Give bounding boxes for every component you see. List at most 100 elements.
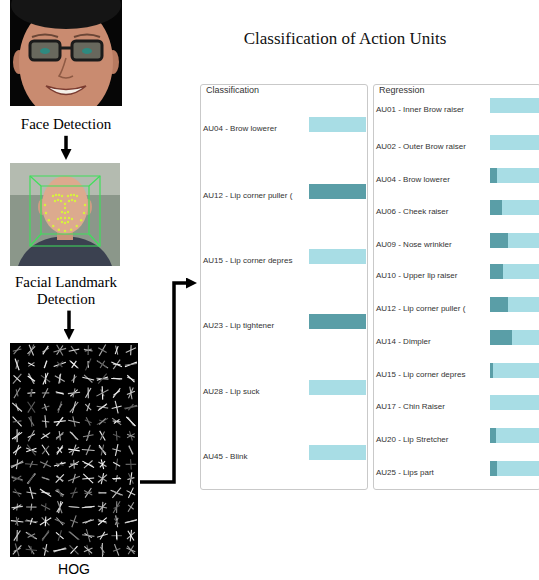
hog-image xyxy=(14,531,21,541)
au-label: AU09 - Nose wrinkler xyxy=(376,237,452,252)
panel-heading: Regression xyxy=(377,85,427,96)
hog-image xyxy=(98,374,106,384)
landmark-photo xyxy=(60,217,62,219)
hog-image xyxy=(16,518,19,525)
hog-image xyxy=(114,391,120,395)
landmark-photo xyxy=(76,225,78,227)
hog-image xyxy=(31,389,32,397)
hog-image xyxy=(26,532,37,539)
landmark-photo xyxy=(89,176,100,186)
hog-image xyxy=(116,431,118,440)
au-row: AU25 - Lips part xyxy=(374,461,539,476)
hog-image xyxy=(55,519,65,523)
hog-image xyxy=(125,520,137,523)
au-label: AU02 - Outer Brow raiser xyxy=(376,139,466,154)
hog-image xyxy=(13,417,22,427)
hog-image xyxy=(73,375,74,383)
hog-image xyxy=(16,530,17,541)
au-label: AU15 - Lip corner depres xyxy=(203,253,292,268)
au-bar xyxy=(490,264,539,279)
hog-image xyxy=(16,517,18,526)
au-bar xyxy=(490,297,539,312)
au-bar-fill xyxy=(490,168,497,183)
hog-image xyxy=(15,359,19,371)
hog-image xyxy=(99,344,106,355)
landmark-photo xyxy=(64,212,66,214)
hog-image xyxy=(26,506,36,507)
hog-image xyxy=(56,392,64,394)
hog-image xyxy=(99,492,107,494)
hog-image xyxy=(82,506,95,507)
face-photo xyxy=(59,58,73,78)
au-row: AU01 - Inner Brow raiser xyxy=(374,98,539,113)
au-bar xyxy=(309,249,366,264)
au-bar xyxy=(309,380,366,395)
hog-image xyxy=(54,548,66,552)
hog-image xyxy=(29,345,34,356)
hog-image xyxy=(59,374,61,384)
hog-image xyxy=(25,464,38,465)
hog-image xyxy=(125,362,137,367)
hog-image xyxy=(112,478,121,479)
au-label: AU23 - Lip tightener xyxy=(203,318,274,333)
au-bar xyxy=(490,461,539,476)
hog-image xyxy=(98,518,107,525)
au-bar-fill xyxy=(490,297,508,312)
face-photo xyxy=(60,47,72,50)
landmark-photo xyxy=(67,195,69,197)
hog-image xyxy=(84,546,92,553)
hog-image xyxy=(14,388,20,398)
hog-image xyxy=(70,545,79,554)
landmark-photo xyxy=(61,195,63,197)
hog-image xyxy=(13,505,21,510)
hog-image xyxy=(111,378,122,379)
hog-image xyxy=(85,358,90,370)
face-photo xyxy=(82,48,92,54)
hog-image xyxy=(42,477,50,480)
hog-image xyxy=(42,446,49,454)
hog-image xyxy=(82,449,95,451)
hog-image xyxy=(42,532,48,539)
landmark-photo xyxy=(70,229,72,231)
hog-image xyxy=(126,417,135,426)
landmark-photo xyxy=(41,186,89,234)
hog-image xyxy=(85,388,91,398)
landmark-photo xyxy=(76,195,78,197)
au-bar xyxy=(490,330,539,345)
hog-image xyxy=(42,531,49,541)
au-label: AU12 - Lip corner puller ( xyxy=(376,301,465,316)
hog-image xyxy=(127,434,135,437)
hog-image xyxy=(126,548,135,552)
hog-image xyxy=(124,406,137,408)
hog-image xyxy=(112,491,120,495)
hog-image xyxy=(42,445,49,455)
au-row: AU04 - Brow lowerer xyxy=(201,117,367,132)
hog-image xyxy=(56,476,63,481)
landmark-photo xyxy=(61,211,63,213)
landmark-photo xyxy=(10,163,120,266)
hog-image xyxy=(57,361,63,367)
au-row: AU17 - Chin Raiser xyxy=(374,395,539,410)
au-row: AU14 - Dimpler xyxy=(374,330,539,345)
landmark-photo xyxy=(57,218,59,220)
landmark-photo xyxy=(44,204,46,206)
au-row: AU23 - Lip tightener xyxy=(201,314,367,329)
hog-image xyxy=(57,447,63,452)
hog-image xyxy=(30,389,33,397)
hog-image xyxy=(100,532,105,540)
hog-image xyxy=(53,549,66,551)
hog-image xyxy=(57,502,63,512)
hog-image xyxy=(16,389,18,396)
au-row: AU10 - Upper lip raiser xyxy=(374,264,539,279)
hog-image xyxy=(12,432,22,439)
hog-image xyxy=(127,375,134,382)
hog-image xyxy=(101,390,104,397)
hog-image xyxy=(112,488,121,498)
hog-image xyxy=(87,432,89,440)
hog-image xyxy=(42,406,50,409)
landmark-photo xyxy=(57,199,59,201)
au-label: AU25 - Lips part xyxy=(376,465,434,480)
hog-image xyxy=(57,489,63,497)
hog-image xyxy=(43,548,49,552)
